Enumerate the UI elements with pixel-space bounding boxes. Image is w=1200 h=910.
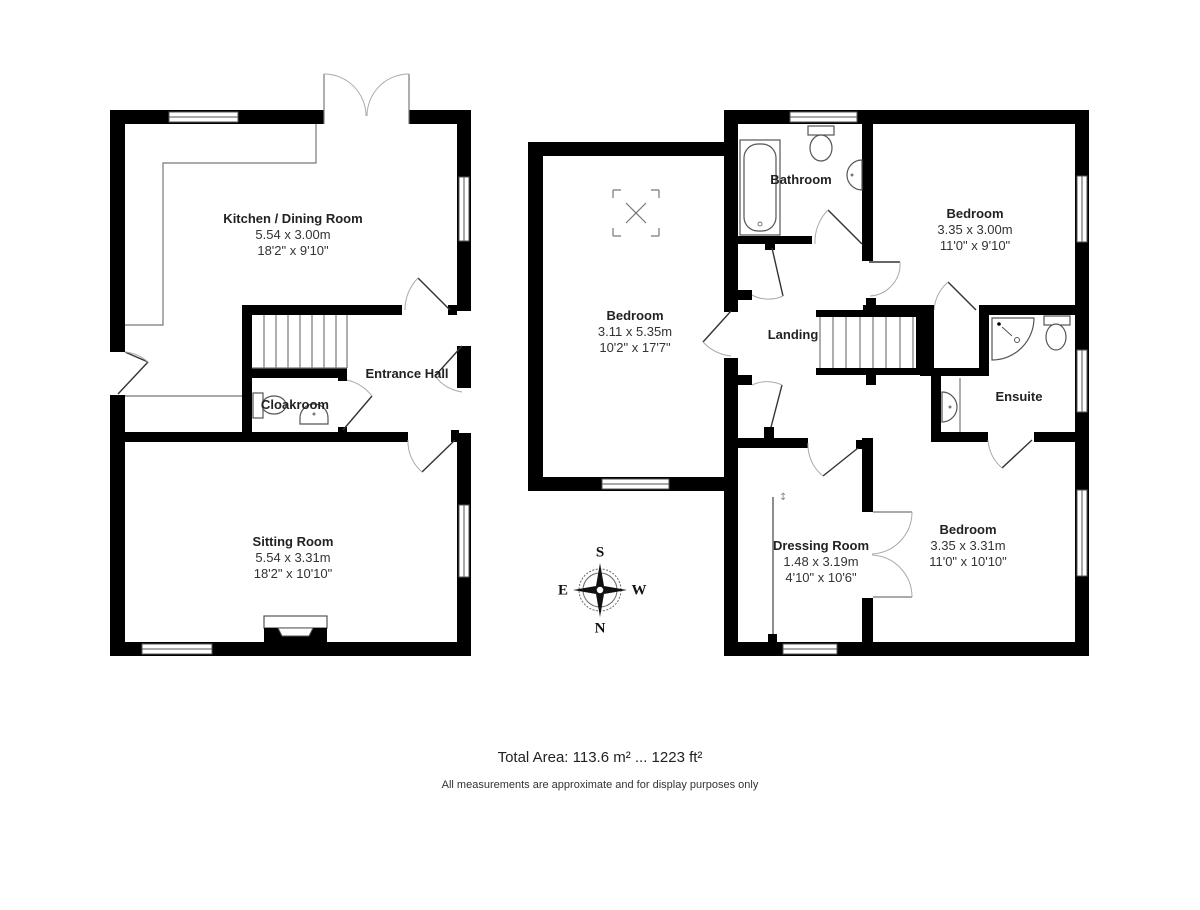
basin-fixture bbox=[846, 159, 863, 191]
room-metric: 1.48 x 3.19m bbox=[783, 554, 859, 569]
dressing-room-door bbox=[807, 442, 859, 477]
room-metric: 3.11 x 5.35m bbox=[597, 324, 673, 339]
toilet-fixture bbox=[807, 125, 835, 162]
room-name: Ensuite bbox=[995, 389, 1043, 404]
shower-fixture bbox=[991, 317, 1035, 361]
room-name: Kitchen / Dining Room bbox=[223, 211, 363, 226]
compass-rose-icon bbox=[573, 563, 627, 617]
ground-floor bbox=[110, 73, 471, 656]
sitting-room-door bbox=[407, 439, 456, 473]
wardrobe-rail: ↕ bbox=[768, 492, 787, 644]
room-label-bathroom: Bathroom bbox=[770, 172, 831, 188]
room-imperial: 18'2" x 9'10" bbox=[257, 243, 329, 258]
room-name: Bedroom bbox=[946, 206, 1004, 221]
room-label-cloakroom: Cloakroom bbox=[261, 397, 329, 413]
double-doors bbox=[871, 511, 913, 598]
room-imperial: 11'0" x 9'10" bbox=[939, 238, 1011, 253]
disclaimer: All measurements are approximate and for… bbox=[441, 779, 759, 791]
ensuite-door bbox=[987, 439, 1033, 469]
room-label-bedroom-3: Bedroom 3.35 x 3.31m 11'0" x 10'10" bbox=[929, 522, 1007, 570]
room-metric: 5.54 x 3.00m bbox=[255, 227, 331, 242]
staircase-first bbox=[819, 317, 914, 368]
room-name: Bathroom bbox=[770, 172, 832, 187]
first-floor: ↕ bbox=[528, 110, 1089, 656]
front-door bbox=[434, 345, 463, 393]
basin-fixture bbox=[299, 403, 329, 425]
compass-east-label: E bbox=[557, 582, 569, 599]
room-name: Bedroom bbox=[939, 522, 997, 537]
room-label-entrance-hall: Entrance Hall bbox=[365, 366, 448, 382]
linen-cupboard-door bbox=[751, 247, 784, 300]
room-label-bedroom-2: Bedroom 3.35 x 3.00m 11'0" x 9'10" bbox=[937, 206, 1012, 254]
bedroom-door bbox=[702, 310, 732, 357]
compass-west-label: W bbox=[631, 582, 647, 599]
toilet-fixture bbox=[1043, 315, 1071, 351]
room-name: Entrance Hall bbox=[365, 366, 449, 381]
compass-north-label: N bbox=[594, 620, 606, 637]
room-metric: 5.54 x 3.31m bbox=[255, 550, 331, 565]
room-name: Cloakroom bbox=[261, 397, 329, 412]
skylight bbox=[612, 189, 660, 237]
cupboard-door bbox=[751, 381, 783, 432]
room-imperial: 11'0" x 10'10" bbox=[929, 554, 1007, 569]
compass-south-label: S bbox=[595, 544, 605, 561]
bedroom-door bbox=[933, 281, 977, 311]
room-name: Sitting Room bbox=[252, 534, 334, 549]
bathtub bbox=[739, 139, 781, 236]
room-name: Dressing Room bbox=[772, 538, 870, 553]
room-label-dressing-room: Dressing Room 1.48 x 3.19m 4'10" x 10'6" bbox=[773, 538, 869, 586]
toilet-fixture bbox=[252, 392, 287, 419]
room-imperial: 18'2" x 10'10" bbox=[253, 566, 333, 581]
fireplace bbox=[263, 615, 328, 642]
cloakroom-door bbox=[342, 379, 373, 431]
room-label-kitchen-dining: Kitchen / Dining Room 5.54 x 3.00m 18'2"… bbox=[223, 211, 362, 259]
room-label-landing: Landing bbox=[768, 327, 819, 343]
room-imperial: 10'2" x 17'7" bbox=[599, 340, 671, 355]
room-label-sitting-room: Sitting Room 5.54 x 3.31m 18'2" x 10'10" bbox=[253, 534, 334, 582]
room-name: Landing bbox=[767, 327, 819, 342]
room-label-ensuite: Ensuite bbox=[996, 389, 1043, 405]
bathroom-door bbox=[814, 209, 863, 245]
french-doors bbox=[323, 73, 410, 124]
room-label-bedroom-1: Bedroom 3.11 x 5.35m 10'2" x 17'7" bbox=[598, 308, 672, 356]
door bbox=[117, 351, 149, 395]
basin-fixture bbox=[941, 378, 961, 432]
bedroom-door bbox=[869, 261, 901, 297]
room-metric: 3.35 x 3.00m bbox=[937, 222, 1013, 237]
room-metric: 3.35 x 3.31m bbox=[930, 538, 1006, 553]
room-imperial: 4'10" x 10'6" bbox=[785, 570, 857, 585]
door bbox=[404, 277, 451, 311]
room-name: Bedroom bbox=[606, 308, 664, 323]
svg-text:↕: ↕ bbox=[779, 492, 787, 503]
total-area: Total Area: 113.6 m² ... 1223 ft² bbox=[497, 749, 703, 766]
staircase-ground bbox=[252, 315, 348, 369]
